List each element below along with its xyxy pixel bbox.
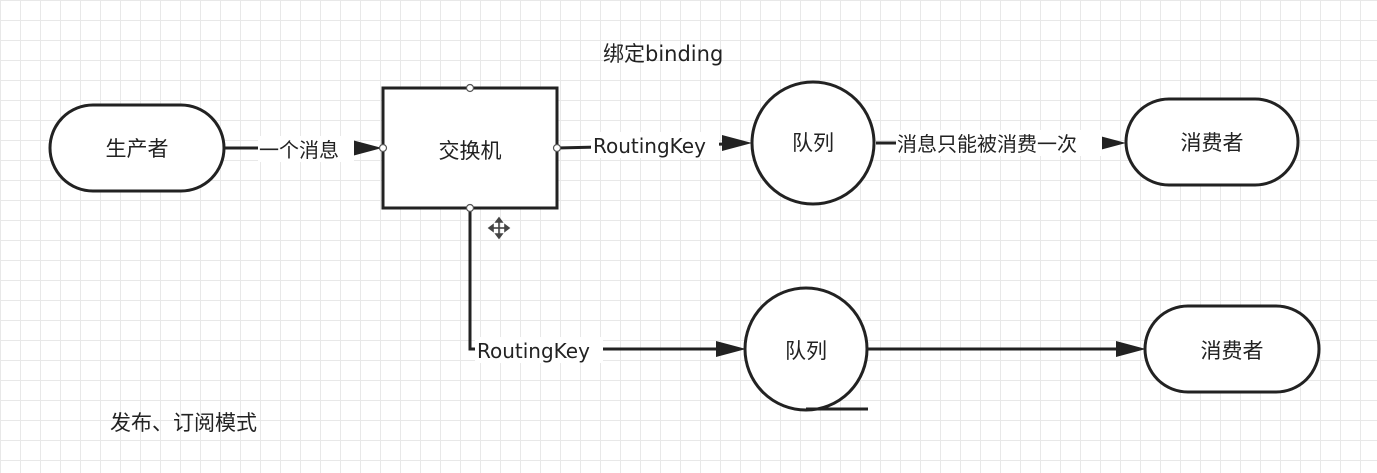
node-queue-2[interactable]: 队列 bbox=[743, 286, 869, 412]
node-consumer-2[interactable]: 消费者 bbox=[1143, 304, 1321, 394]
connection-handle-bottom[interactable] bbox=[465, 203, 475, 213]
node-label-producer: 生产者 bbox=[106, 137, 169, 161]
node-label-exchange: 交换机 bbox=[439, 139, 502, 163]
edge-queue-1-to-consumer-1[interactable]: 消息只能被消费一次 bbox=[876, 130, 1126, 156]
edge-label-routing-key-2: RoutingKey bbox=[477, 339, 590, 363]
move-cursor-icon bbox=[487, 216, 511, 240]
edge-queue-2-to-consumer-2[interactable] bbox=[866, 341, 1146, 357]
node-queue-1[interactable]: 队列 bbox=[750, 80, 876, 206]
node-consumer-1[interactable]: 消费者 bbox=[1124, 97, 1300, 187]
edge-label-one-message: 一个消息 bbox=[259, 138, 339, 162]
connection-handle-right[interactable] bbox=[552, 143, 562, 153]
node-label-consumer-1: 消费者 bbox=[1181, 131, 1244, 155]
mode-title: 发布、订阅模式 bbox=[110, 411, 257, 435]
binding-annotation: 绑定binding bbox=[603, 42, 723, 66]
edge-label-consume-once: 消息只能被消费一次 bbox=[897, 132, 1077, 156]
node-label-consumer-2: 消费者 bbox=[1201, 339, 1264, 363]
connection-handle-top[interactable] bbox=[465, 83, 475, 93]
node-exchange[interactable]: 交换机 bbox=[378, 83, 562, 213]
connection-handle-left[interactable] bbox=[378, 143, 388, 153]
node-producer[interactable]: 生产者 bbox=[48, 103, 226, 193]
edge-label-routing-key-1: RoutingKey bbox=[593, 134, 706, 158]
node-label-queue-2: 队列 bbox=[785, 339, 827, 363]
node-label-queue-1: 队列 bbox=[792, 131, 834, 155]
edge-exchange-to-queue-1[interactable]: RoutingKey bbox=[556, 132, 752, 158]
edge-producer-to-exchange[interactable]: 一个消息 bbox=[224, 136, 382, 162]
edge-exchange-to-queue-2[interactable]: RoutingKey bbox=[468, 208, 746, 363]
